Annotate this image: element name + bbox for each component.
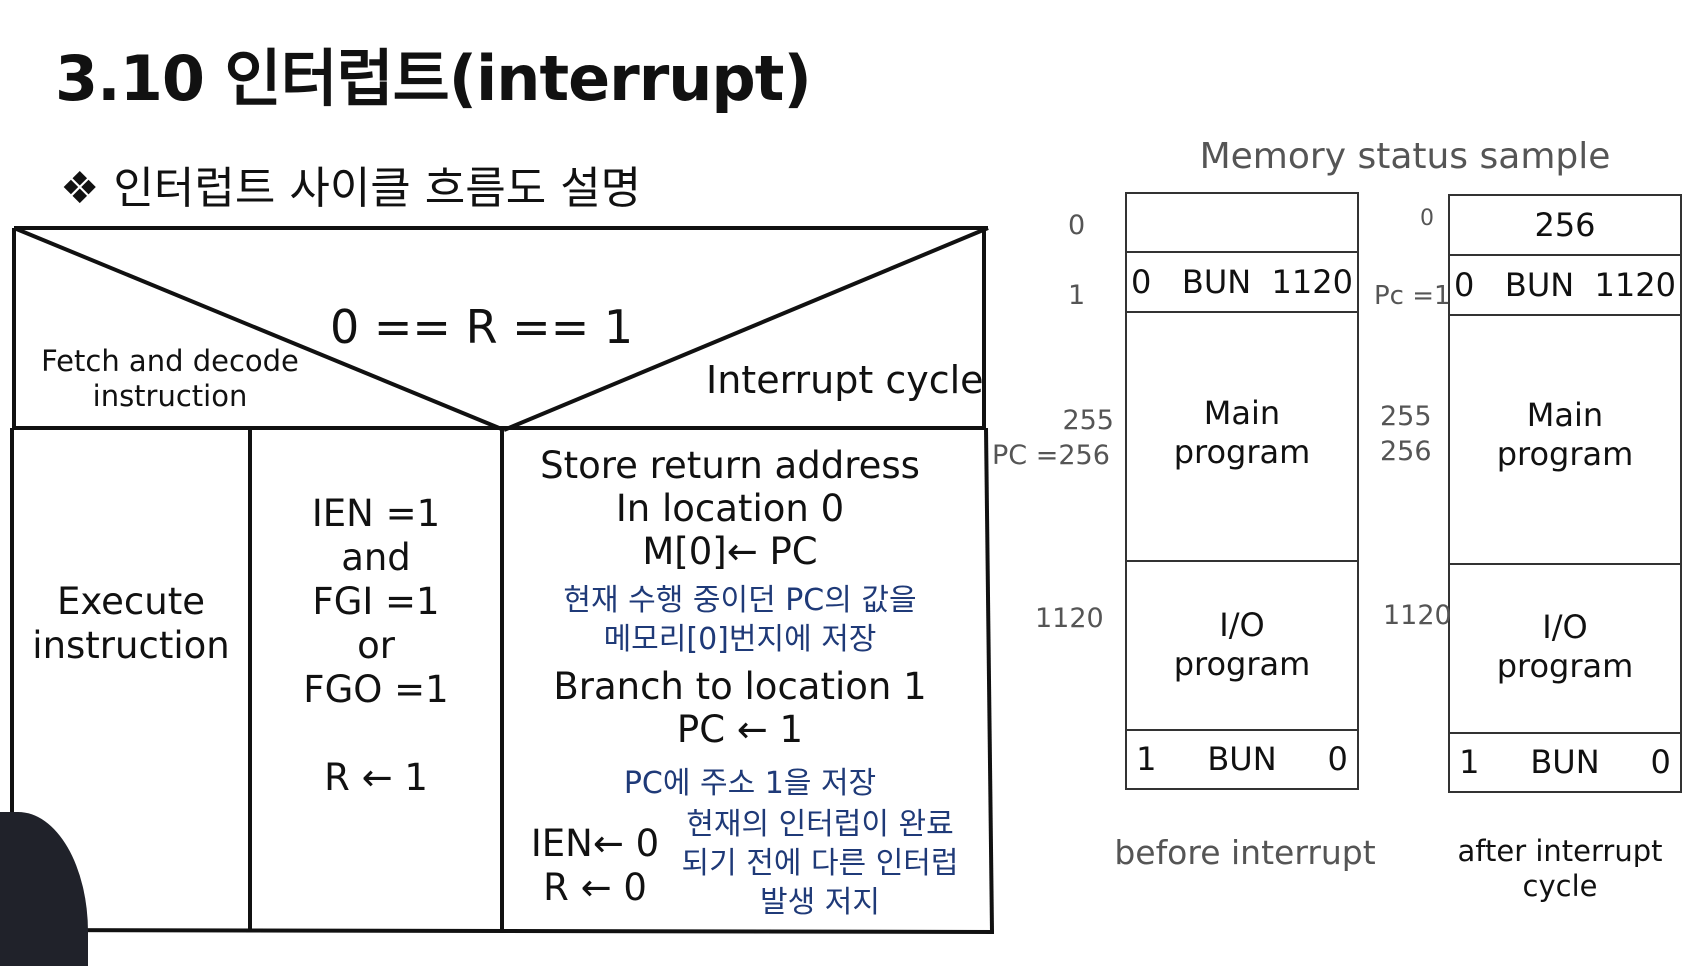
decision-right-diagonal <box>503 226 989 432</box>
reset-note: 현재의 인터럽이 완료 되기 전에 다른 인터럽 발생 저지 <box>660 805 980 922</box>
condition-line: FGO =1 <box>303 668 449 711</box>
execute-line: Execute <box>57 580 205 623</box>
memory-heading: Memory status sample <box>1199 136 1611 177</box>
reset-line: IEN← 0 <box>530 822 660 865</box>
before-io-program: I/O program <box>1173 606 1311 683</box>
reset-note-line: 현재의 인터럽이 완료 <box>686 807 954 842</box>
branch-note: PC에 주소 1을 저장 <box>623 766 877 801</box>
store-return-address: Store return address In location 0 M[0]←… <box>510 444 950 573</box>
before-main-program: Main program <box>1173 394 1311 471</box>
decision-left-diagonal <box>13 226 505 432</box>
interrupt-cycle-label: Interrupt cycle <box>706 358 984 402</box>
before-addr-label: PC =256 <box>992 440 1110 471</box>
memory-before-box <box>1125 192 1359 790</box>
store-note: 현재 수행 중이던 PC의 값을 메모리[0]번지에 저장 <box>510 581 970 659</box>
page-title: 3.10 인터럽트(interrupt) <box>55 42 812 115</box>
section-subtitle: ❖ 인터럽트 사이클 흐름도 설명 <box>60 163 642 214</box>
reset-line: R ← 0 <box>543 866 647 909</box>
store-note-line: 메모리[0]번지에 저장 <box>603 622 877 657</box>
after-cell-0: 256 <box>1534 206 1596 244</box>
condition-line: FGI =1 <box>312 580 440 623</box>
store-line: Store return address <box>540 444 920 487</box>
execute-line: instruction <box>32 624 230 667</box>
store-line: M[0]← PC <box>642 530 818 573</box>
after-cell-1: 0 BUN 1120 <box>1454 266 1676 304</box>
branch-line: Branch to location 1 <box>553 665 927 708</box>
branch-to-location: Branch to location 1 PC ← 1 <box>510 665 970 751</box>
before-caption: before interrupt <box>1114 833 1376 872</box>
interrupt-condition: IEN =1 and FGI =1 or FGO =1 R ← 1 <box>252 492 500 800</box>
decision-condition: 0 == R == 1 <box>330 300 634 354</box>
reset-note-line: 발생 저지 <box>760 885 880 920</box>
condition-line <box>252 712 500 756</box>
after-caption: after interrupt cycle <box>1430 834 1690 904</box>
before-addr-label: 1120 <box>1035 603 1104 634</box>
branch-line: PC ← 1 <box>676 708 804 751</box>
after-caption-line: cycle <box>1522 869 1598 903</box>
store-note-line: 현재 수행 중이던 PC의 값을 <box>563 583 917 618</box>
interrupt-right-side <box>984 427 994 933</box>
before-addr-label: 0 <box>1068 210 1086 241</box>
before-addr-label: 255 <box>1062 405 1114 436</box>
memory-after-box <box>1448 194 1682 793</box>
after-cell-1120: 1 BUN 0 <box>1459 743 1671 781</box>
after-addr-label: 1120 <box>1383 600 1452 631</box>
condition-line: or <box>357 624 395 667</box>
fetch-decode-line: instruction <box>92 379 248 413</box>
after-addr-label: 256 <box>1380 436 1432 467</box>
condition-line: R ← 1 <box>324 756 428 799</box>
after-io-program: I/O program <box>1496 608 1634 685</box>
fetch-decode-line: Fetch and decode <box>41 344 299 378</box>
after-addr-label: 0 <box>1420 206 1434 231</box>
condition-line: and <box>341 536 411 579</box>
before-cell-0 <box>1126 193 1358 252</box>
before-cell-1120: 1 BUN 0 <box>1136 740 1348 778</box>
reset-flags: IEN← 0 R ← 0 <box>520 822 670 910</box>
after-addr-label: Pc =1 <box>1374 281 1451 311</box>
reset-note-line: 되기 전에 다른 인터럽 <box>681 846 959 881</box>
fetch-decode-label: Fetch and decode instruction <box>35 344 305 414</box>
after-addr-label: 255 <box>1380 401 1432 432</box>
after-main-program: Main program <box>1496 396 1634 473</box>
before-addr-label: 1 <box>1068 280 1086 311</box>
condition-line: IEN =1 <box>311 492 441 535</box>
execute-instruction: Execute instruction <box>14 580 248 668</box>
before-cell-1: 0 BUN 1120 <box>1131 263 1353 301</box>
after-caption-line: after interrupt <box>1457 834 1663 868</box>
store-line: In location 0 <box>615 487 845 530</box>
flowchart-bottom-edge <box>9 928 995 934</box>
